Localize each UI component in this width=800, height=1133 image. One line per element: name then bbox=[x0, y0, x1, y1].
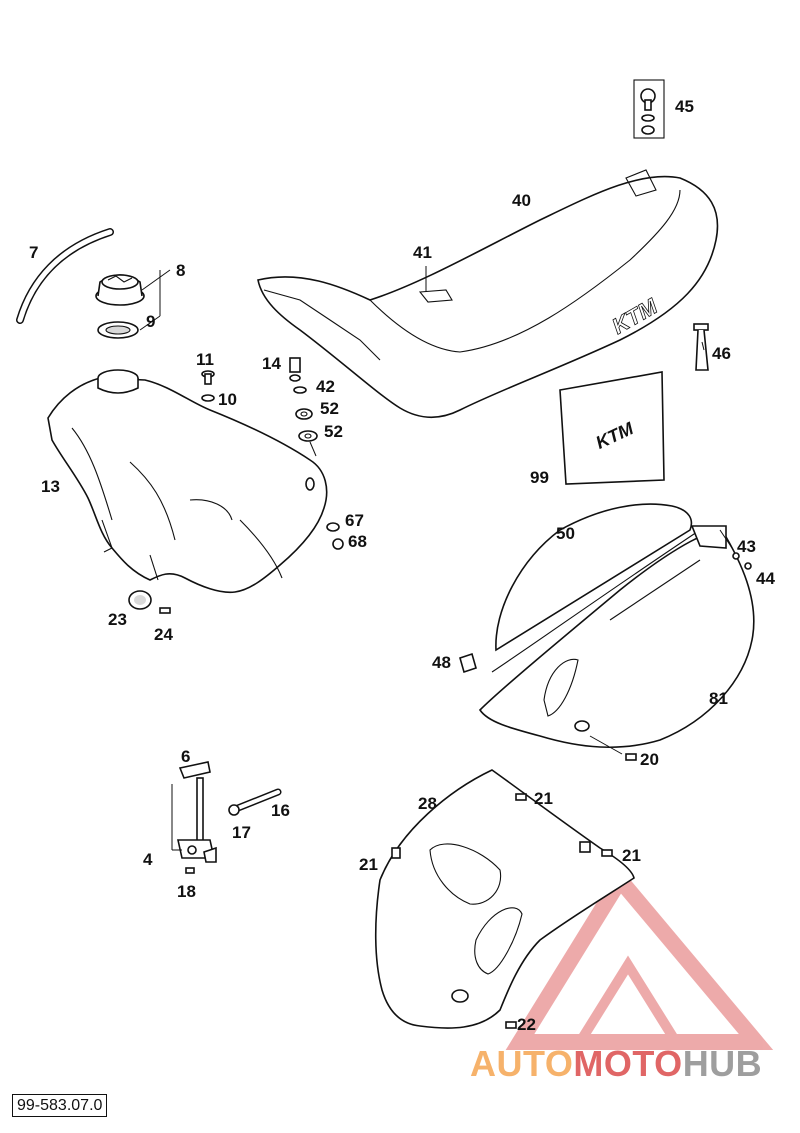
callout-9: 9 bbox=[146, 312, 156, 331]
callout-28: 28 bbox=[418, 794, 437, 813]
callout-6: 6 bbox=[181, 747, 191, 766]
callout-50: 50 bbox=[556, 524, 575, 543]
callout-41: 41 bbox=[413, 243, 432, 262]
callout-11: 11 bbox=[196, 350, 214, 369]
seat: KTM bbox=[257, 169, 719, 419]
side-panel bbox=[478, 503, 755, 749]
nut-and-washer bbox=[326, 522, 344, 550]
decal: KTM bbox=[559, 371, 665, 485]
mounting-hardware bbox=[289, 357, 318, 457]
watermark-moto: MOTO bbox=[573, 1043, 683, 1084]
callout-40: 40 bbox=[512, 191, 531, 210]
callout-24: 24 bbox=[154, 625, 173, 644]
callout-44: 44 bbox=[756, 569, 775, 588]
callout-8: 8 bbox=[176, 261, 186, 280]
callout-18: 18 bbox=[177, 882, 196, 901]
callout-16: 16 bbox=[271, 801, 290, 820]
callout-14: 14 bbox=[262, 354, 281, 373]
callout-46: 46 bbox=[712, 344, 731, 363]
lower-guard bbox=[374, 769, 635, 1029]
watermark-auto: AUTO bbox=[470, 1043, 574, 1084]
callout-4: 4 bbox=[143, 850, 153, 869]
callout-52-upper: 52 bbox=[320, 399, 339, 418]
seat-fastener bbox=[633, 79, 665, 139]
callout-10: 10 bbox=[218, 390, 237, 409]
callout-99: 99 bbox=[530, 468, 549, 487]
panel-screw bbox=[625, 753, 637, 761]
callout-13: 13 bbox=[41, 477, 60, 496]
callout-67: 67 bbox=[345, 511, 364, 530]
tank-screw bbox=[201, 370, 215, 402]
fuel-tank bbox=[47, 369, 328, 594]
cap-seal bbox=[97, 321, 139, 339]
tap-hose bbox=[228, 788, 282, 816]
seat-strap bbox=[693, 323, 709, 371]
callout-21-left: 21 bbox=[359, 855, 378, 874]
tank-plug bbox=[128, 590, 171, 614]
callout-22: 22 bbox=[517, 1015, 536, 1034]
callout-7: 7 bbox=[29, 243, 39, 262]
callout-48: 48 bbox=[432, 653, 451, 672]
callout-17: 17 bbox=[232, 823, 251, 842]
callout-21-top: 21 bbox=[534, 789, 553, 808]
callout-20: 20 bbox=[640, 750, 659, 769]
panel-clip bbox=[459, 652, 477, 674]
leader-lines bbox=[139, 266, 733, 851]
callout-52-lower: 52 bbox=[324, 422, 343, 441]
callout-23: 23 bbox=[108, 610, 127, 629]
watermark-logo bbox=[505, 866, 774, 1050]
fuel-tap bbox=[177, 761, 217, 874]
callout-43: 43 bbox=[737, 537, 756, 556]
callout-42: 42 bbox=[316, 377, 335, 396]
fuel-hose bbox=[16, 228, 114, 324]
filler-cap bbox=[95, 274, 145, 306]
callout-45: 45 bbox=[675, 97, 694, 116]
callout-68: 68 bbox=[348, 532, 367, 551]
callout-81: 81 bbox=[709, 689, 728, 708]
watermark-text: AUTOMOTOHUB bbox=[470, 1046, 762, 1082]
callout-21-right: 21 bbox=[622, 846, 641, 865]
watermark-hub: HUB bbox=[682, 1043, 763, 1084]
document-number: 99-583.07.0 bbox=[12, 1094, 108, 1117]
